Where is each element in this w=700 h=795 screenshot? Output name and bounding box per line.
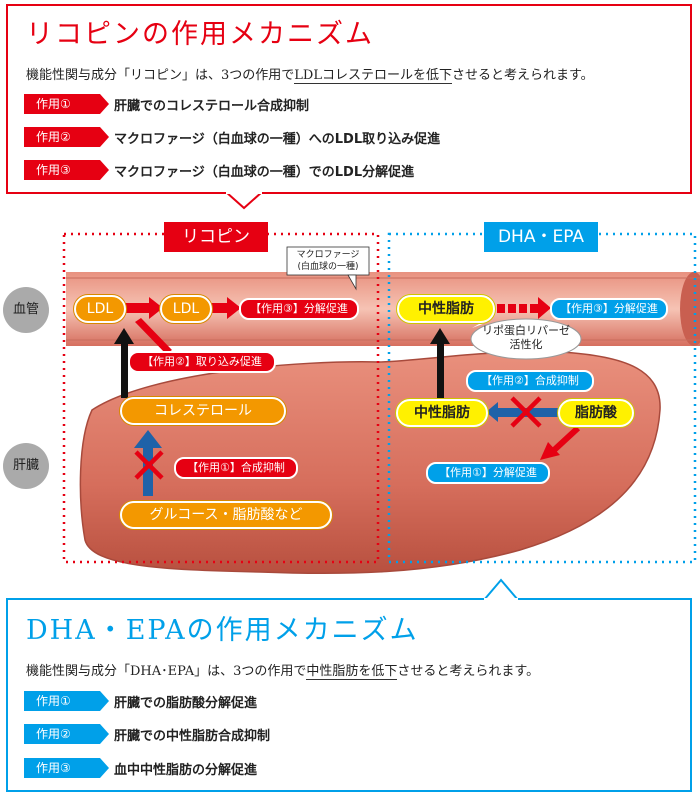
- lycopene-tag-1: 作用①: [24, 94, 109, 114]
- ly-uptake-arrow: [135, 318, 172, 354]
- ly-ldl-arrow: [125, 297, 241, 319]
- ly-action2-label: 【作用②】取り込み促進: [128, 351, 276, 373]
- lycopene-item-1: 肝臓でのコレステロール合成抑制: [114, 99, 310, 114]
- dha-tag-1: 作用①: [24, 691, 109, 711]
- glucose-node: グルコース・脂肪酸など: [120, 501, 332, 529]
- dha-item-3: 血中中性脂肪の分解促進: [114, 763, 258, 778]
- lycopene-description: 機能性関与成分「リコピン」は、3つの作用でLDLコレステロールを低下させると考え…: [26, 68, 594, 84]
- ly-up-arrow-to-cholesterol: [134, 430, 162, 496]
- macrophage-note: マクロファージ (白血球の一種): [296, 250, 360, 272]
- dha-action2-label: 【作用②】合成抑制: [466, 370, 594, 392]
- dha-item-1: 肝臓での脂肪酸分解促進: [114, 696, 258, 711]
- fatty-acid-node: 脂肪酸: [558, 399, 634, 427]
- lycopene-mechanism-box: [6, 4, 692, 194]
- lycopene-title: リコピンの作用メカニズム: [26, 19, 374, 50]
- ly-action1-label: 【作用①】合成抑制: [174, 457, 298, 479]
- red-callout-pointer: [223, 191, 265, 210]
- lycopene-tag-2: 作用②: [24, 127, 109, 147]
- lycopene-effect-underline: LDLコレステロールを低下: [294, 68, 452, 84]
- dha-inhibit-x: [510, 396, 542, 428]
- dha-tag-3: 作用③: [24, 758, 109, 778]
- ly-inhibit-x: [134, 450, 164, 480]
- lycopene-item-2: マクロファージ（白血球の一種）へのLDL取り込み促進: [114, 132, 441, 147]
- dha-up-arrow: [430, 328, 450, 398]
- liver-label: 肝臓: [3, 443, 49, 489]
- dha-header: DHA・EPA: [484, 222, 598, 252]
- dha-decompose-arrow: [540, 425, 581, 460]
- dha-dashed-arrow: [497, 297, 551, 319]
- lycopene-item-3: マクロファージ（白血球の一種）でのLDL分解促進: [114, 165, 415, 180]
- lycopene-tag-3: 作用③: [24, 160, 109, 180]
- blue-callout-pointer: [481, 578, 521, 601]
- blood-tg-node: 中性脂肪: [397, 295, 495, 323]
- dha-mechanism-box: [6, 598, 692, 792]
- macrophage-note-box: [286, 246, 370, 291]
- lycopene-region: [62, 232, 380, 564]
- lipase-label: リポ蛋白リパーゼ 活性化: [482, 324, 570, 351]
- dha-action3-label: 【作用③】分解促進: [550, 298, 668, 320]
- ly-action3-label: 【作用③】分解促進: [239, 298, 359, 320]
- liver-tg-node: 中性脂肪: [396, 399, 488, 427]
- dha-action1-label: 【作用①】分解促進: [426, 462, 550, 484]
- cholesterol-node: コレステロール: [120, 397, 286, 425]
- ldl-node-1: LDL: [74, 295, 126, 323]
- vessel-label: 血管: [3, 287, 49, 333]
- ly-up-arrow-to-ldl: [114, 328, 134, 398]
- dha-tag-2: 作用②: [24, 724, 109, 744]
- dha-region: [387, 232, 697, 564]
- dha-effect-underline: 中性脂肪を低下: [306, 664, 398, 680]
- dha-item-2: 肝臓での中性脂肪合成抑制: [114, 729, 271, 744]
- dha-title: DHA・EPAの作用メカニズム: [26, 615, 419, 646]
- ldl-node-2: LDL: [160, 295, 212, 323]
- dha-description: 機能性関与成分「DHA･EPA」は、3つの作用で中性脂肪を低下させると考えられま…: [26, 664, 540, 680]
- lycopene-header: リコピン: [164, 222, 268, 252]
